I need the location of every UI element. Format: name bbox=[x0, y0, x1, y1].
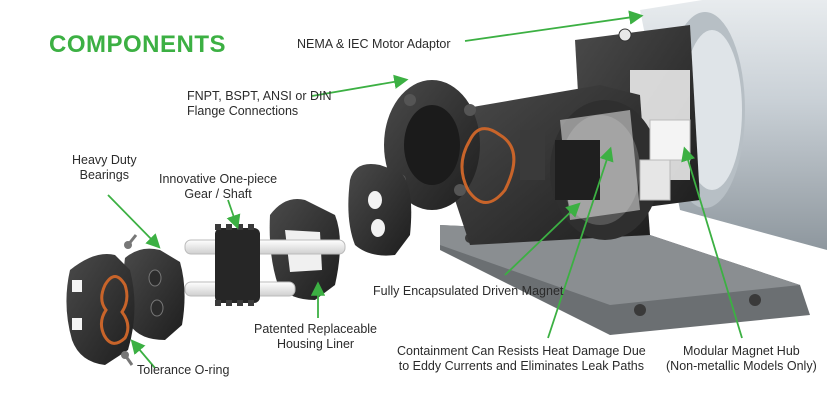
bearing-block-middle bbox=[348, 164, 412, 256]
page-title: COMPONENTS bbox=[49, 31, 227, 58]
callout-housing-liner-line2: Housing Liner bbox=[276, 337, 355, 351]
callout-gear-line1: Innovative One-piece bbox=[159, 172, 278, 186]
callout-magnet-hub: Modular Magnet Hub (Non-metallic Models … bbox=[666, 344, 817, 374]
callout-containment-can-line2: to Eddy Currents and Eliminates Leak Pat… bbox=[398, 359, 644, 373]
callout-gear-line2: Gear / Shaft bbox=[184, 187, 252, 201]
callout-driven-magnet-line1: Fully Encapsulated Driven Magnet bbox=[373, 284, 564, 298]
arrow-flange bbox=[311, 74, 409, 97]
tolerance-oring bbox=[99, 275, 130, 345]
callout-containment-can: Containment Can Resists Heat Damage Due … bbox=[397, 344, 646, 374]
callout-flange-line1: FNPT, BSPT, ANSI or DIN bbox=[187, 89, 332, 103]
arrow-bearings bbox=[107, 194, 161, 249]
flange-connection bbox=[384, 80, 480, 210]
arrow-magnet-hub bbox=[681, 146, 743, 339]
casing-oring bbox=[460, 127, 516, 204]
callout-bearings: Heavy Duty Bearings bbox=[72, 153, 137, 183]
driven-magnet-internal bbox=[520, 130, 600, 200]
callout-gear: Innovative One-piece Gear / Shaft bbox=[159, 172, 277, 202]
callout-bearings-line1: Heavy Duty bbox=[72, 153, 137, 167]
callout-flange: FNPT, BSPT, ANSI or DIN Flange Connectio… bbox=[187, 89, 331, 119]
arrow-driven-magnet bbox=[504, 202, 581, 276]
end-plate bbox=[66, 234, 138, 366]
arrow-oring bbox=[130, 339, 156, 369]
callout-containment-can-line1: Containment Can Resists Heat Damage Due bbox=[397, 344, 646, 358]
callout-motor-adaptor-line1: NEMA & IEC Motor Adaptor bbox=[297, 37, 451, 51]
callout-flange-line2: Flange Connections bbox=[187, 104, 299, 118]
callout-bearings-line2: Bearings bbox=[79, 168, 129, 182]
gear-shaft-part bbox=[184, 224, 346, 306]
callout-magnet-hub-line2: (Non-metallic Models Only) bbox=[666, 359, 817, 373]
arrow-gear bbox=[226, 199, 241, 230]
callout-oring: Tolerance O-ring bbox=[137, 363, 229, 378]
arrow-containment-can bbox=[547, 146, 614, 339]
heavy-duty-bearing bbox=[123, 248, 185, 340]
callout-housing-liner-line1: Patented Replaceable bbox=[254, 322, 378, 336]
callout-motor-adaptor: NEMA & IEC Motor Adaptor bbox=[297, 37, 451, 52]
callout-housing-liner: Patented Replaceable Housing Liner bbox=[254, 322, 377, 352]
callout-magnet-hub-line1: Modular Magnet Hub bbox=[683, 344, 800, 358]
callout-oring-line1: Tolerance O-ring bbox=[137, 363, 230, 377]
arrow-motor-adaptor bbox=[464, 10, 644, 42]
magnet-hub bbox=[639, 119, 691, 201]
callout-arrows bbox=[107, 10, 743, 369]
callout-driven-magnet: Fully Encapsulated Driven Magnet bbox=[373, 284, 563, 299]
